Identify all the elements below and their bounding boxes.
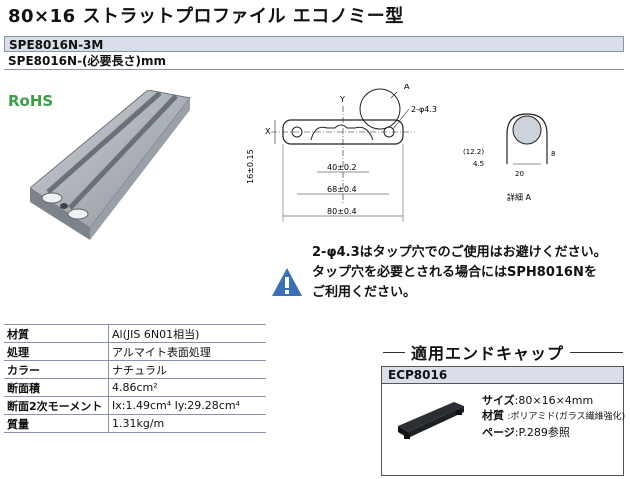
spec-key: 断面2次モーメント — [4, 396, 109, 415]
spec-key: 処理 — [4, 342, 109, 361]
axis-y-label: Y — [339, 95, 345, 104]
dim-40: 40±0.2 — [327, 163, 357, 172]
notice-line-2: タップ穴を必要とされる場合にはSPH8016Nを — [312, 265, 597, 280]
spec-value: Al(JIS 6N01相当) — [108, 324, 266, 343]
spec-key: 断面積 — [4, 378, 109, 397]
product-code-custom: SPE8016N-(必要長さ)mm — [4, 53, 624, 70]
endcap-page-value: :P.289参照 — [514, 426, 570, 439]
endcap-size-value: :80×16×4mm — [514, 394, 594, 407]
endcap-heading: 適用エンドキャップ — [405, 340, 571, 364]
spec-key: 材質 — [4, 324, 109, 343]
spec-value: アルマイト表面処理 — [108, 342, 266, 361]
endcap-material-value: :ポリアミド(ガラス繊維強化) — [507, 412, 626, 422]
tap-hole-notice: 2-φ4.3はタップ穴でのご使用はお避けください。 タップ穴を必要とされる場合に… — [312, 243, 622, 303]
rohs-badge: RoHS — [8, 92, 54, 110]
page-title: 80×16 ストラットプロファイル エコノミー型 — [8, 6, 404, 27]
table-row: カラーナチュラル — [4, 360, 266, 379]
spec-key: 質量 — [4, 414, 109, 433]
hole-callout: 2-φ4.3 — [411, 105, 437, 114]
dim-80: 80±0.4 — [327, 207, 357, 216]
spec-key: カラー — [4, 360, 109, 379]
endcap-material-label: 材質 — [482, 409, 504, 422]
detail-a-pointer: A — [404, 84, 410, 91]
detail-dim-20: 20 — [515, 170, 524, 178]
endcap-page-label: ページ — [482, 426, 515, 439]
spec-value: Ix:1.49cm⁴ Iy:29.28cm⁴ — [108, 396, 266, 415]
axis-x-label: X — [265, 127, 271, 136]
table-row: 処理アルマイト表面処理 — [4, 342, 266, 361]
warning-icon — [272, 268, 302, 296]
spec-value: 1.31kg/m — [108, 414, 266, 433]
endcap-size-label: サイズ — [482, 394, 515, 407]
cross-section-drawing: Y X A 2-φ4.3 16±0.15 40±0.2 68±0.4 80±0.… — [246, 84, 555, 222]
dim-height: 16±0.15 — [246, 149, 255, 184]
detail-dim-4-5: 4.5 — [473, 160, 484, 168]
spec-value: 4.86cm² — [108, 378, 266, 397]
notice-line-1: 2-φ4.3はタップ穴でのご使用はお避けください。 — [312, 245, 607, 260]
dim-68: 68±0.4 — [327, 185, 357, 194]
endcap-image — [398, 402, 464, 439]
endcap-code: ECP8016 — [382, 367, 623, 384]
detail-dim-8: 8 — [551, 150, 555, 158]
detail-dim-12-2: (12.2) — [463, 148, 484, 156]
detail-a-label: 詳細 A — [507, 192, 532, 202]
profile-product-image — [30, 90, 191, 240]
spec-value: ナチュラル — [108, 360, 266, 379]
notice-line-3: ご利用ください。 — [312, 285, 417, 300]
endcap-panel — [381, 366, 624, 476]
product-code-primary: SPE8016N-3M — [4, 36, 624, 52]
endcap-info: サイズ:80×16×4mm 材質 :ポリアミド(ガラス繊維強化) ページ:P.2… — [482, 393, 625, 440]
